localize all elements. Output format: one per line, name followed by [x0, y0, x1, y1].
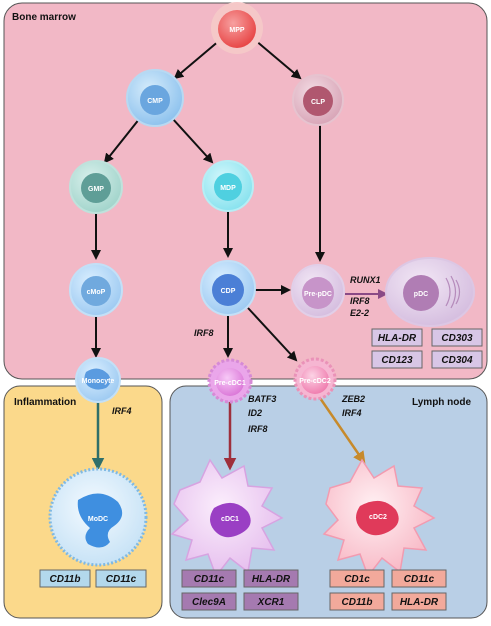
cdc2-marker-cd1c: CD1c — [344, 574, 370, 585]
pdc-marker-cd304: CD304 — [441, 355, 473, 366]
cdc1-marker-xcr1: XCR1 — [257, 597, 285, 608]
tf-cdc1-batf3: BATF3 — [248, 394, 276, 404]
clp-label: CLP — [311, 99, 325, 106]
cdp-label: CDP — [221, 288, 236, 295]
pre-pdc-label: Pre-pDC — [304, 291, 332, 298]
cdc1-marker-hla-dr: HLA-DR — [252, 574, 291, 585]
pdc-marker-cd123: CD123 — [381, 355, 413, 366]
pre-cdc1-label: Pre-cDC1 — [214, 380, 246, 387]
gmp-cell: GMP — [69, 160, 123, 214]
pre-cdc2-label: Pre-cDC2 — [299, 378, 331, 385]
pre-cdc1-cell: Pre-cDC1 — [207, 358, 253, 404]
cmop-label: cMoP — [87, 289, 106, 296]
tf-cdc1-id2: ID2 — [248, 408, 262, 418]
lymph-node-title: Lymph node — [412, 397, 472, 408]
arrow-mpp-clp — [254, 39, 302, 80]
pre-cdc2-cell: Pre-cDC2 — [293, 357, 337, 401]
modc-marker-cd11b: CD11b — [50, 574, 81, 585]
arrow-cmp-gmp — [103, 117, 141, 164]
arrow-precdc2-cdc2 — [318, 397, 366, 465]
clp-cell: CLP — [292, 74, 344, 126]
pre-pdc-cell: Pre-pDC — [291, 264, 345, 318]
cmop-cell: cMoP — [69, 263, 123, 317]
cdc2-marker-cd11c: CD11c — [404, 574, 435, 585]
cmp-cell: CMP — [126, 69, 184, 127]
tf-cdp-irf8: IRF8 — [194, 328, 214, 338]
modc-markers: CD11b CD11c — [39, 569, 147, 588]
tf-pdc-irf8: IRF8 — [350, 296, 370, 306]
mdp-cell: MDP — [202, 160, 254, 212]
modc-cell: MoDC — [48, 467, 148, 567]
modc-label: MoDC — [88, 516, 108, 523]
bone-marrow-title: Bone marrow — [12, 12, 76, 23]
gmp-label: GMP — [88, 186, 104, 193]
pdc-label: pDC — [414, 291, 428, 298]
cdc2-label: cDC2 — [369, 514, 387, 521]
mdp-label: MDP — [220, 185, 236, 192]
cdc1-marker-clec9a: Clec9A — [192, 597, 226, 608]
tf-cdc2-zeb2: ZEB2 — [341, 394, 365, 404]
cdc1-cell: cDC1 — [170, 458, 284, 578]
cdc2-marker-hla-dr: HLA-DR — [400, 597, 439, 608]
arrow-cmp-mdp — [171, 117, 214, 164]
cdc1-markers: CD11c HLA-DR Clec9A XCR1 — [181, 569, 299, 611]
mpp-cell: MPP — [211, 2, 263, 54]
cmp-label: CMP — [147, 98, 163, 105]
arrow-cdp-precdc2 — [247, 307, 298, 362]
arrow-mpp-cmp — [173, 39, 221, 80]
tf-pdc-e22: E2-2 — [350, 308, 369, 318]
tf-cdc1-irf8: IRF8 — [248, 424, 268, 434]
cdc1-label: cDC1 — [221, 516, 239, 523]
cdc1-marker-cd11c: CD11c — [194, 574, 225, 585]
mpp-label: MPP — [229, 27, 245, 34]
cdc2-markers: CD1c CD11c CD11b HLA-DR — [329, 569, 447, 611]
cdc2-cell: cDC2 — [322, 458, 436, 578]
pdc-cell: pDC — [385, 257, 475, 327]
pdc-markers: HLA-DR CD303 CD123 CD304 — [371, 328, 483, 369]
cdc2-marker-cd11b: CD11b — [342, 597, 373, 608]
pdc-marker-hla-dr: HLA-DR — [378, 333, 417, 344]
tf-modc-irf4: IRF4 — [112, 406, 132, 416]
monocyte-cell: Monocyte — [75, 357, 121, 403]
monocyte-label: Monocyte — [82, 378, 115, 385]
modc-marker-cd11c: CD11c — [106, 574, 137, 585]
lineage-arrows — [91, 39, 325, 362]
cdp-cell: CDP — [200, 260, 256, 316]
pdc-marker-cd303: CD303 — [441, 333, 473, 344]
inflammation-title: Inflammation — [14, 397, 76, 408]
tf-pdc-runx1: RUNX1 — [350, 275, 381, 285]
tf-cdc2-irf4: IRF4 — [342, 408, 362, 418]
